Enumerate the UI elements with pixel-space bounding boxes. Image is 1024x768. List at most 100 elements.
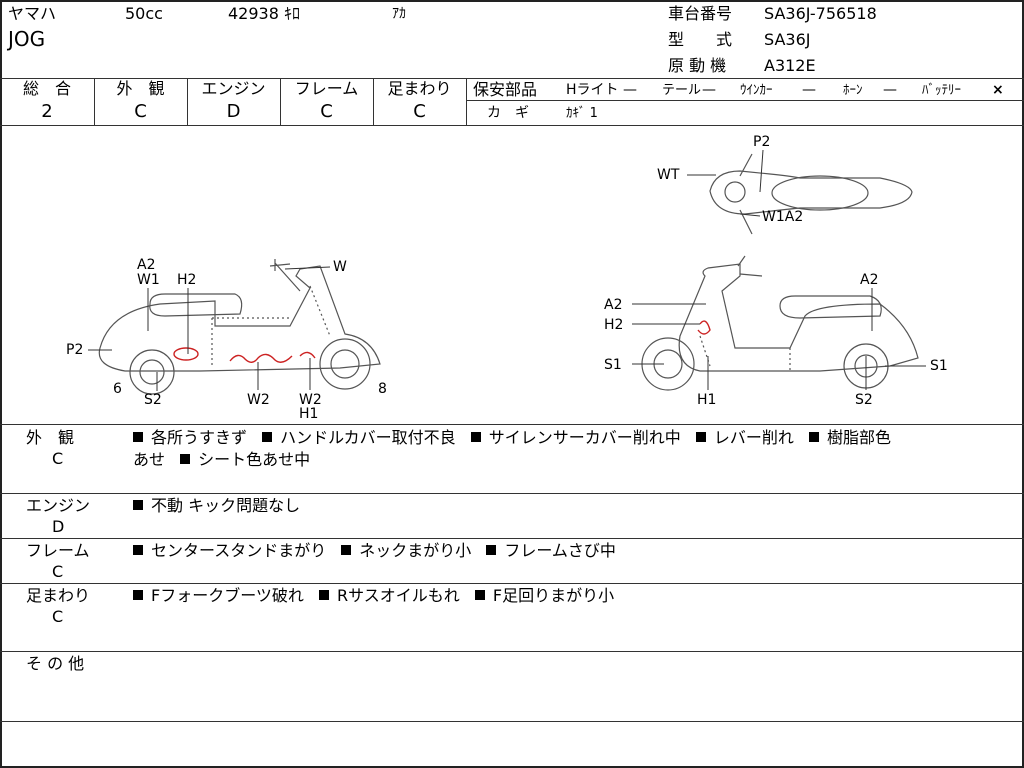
divider xyxy=(0,538,1024,539)
safety-item-horn: ﾎｰﾝ xyxy=(843,83,863,98)
left-label-a2: A2 xyxy=(137,257,155,273)
divider xyxy=(0,721,1024,722)
safety-item-headlight: Hライト xyxy=(566,82,619,98)
safety-mark-winker: — xyxy=(802,82,816,98)
maker: ヤマハ xyxy=(8,4,57,23)
right-label-h2: H2 xyxy=(604,317,623,333)
note-line: 各所うすきず ハンドルカバー取付不良 サイレンサーカバー削れ中 レバー削れ 樹脂… xyxy=(133,427,1013,449)
type-value: SA36J xyxy=(764,30,811,49)
section-grade: D xyxy=(52,517,65,536)
section-title: エンジン xyxy=(26,496,91,515)
damage-diagram: A2 W1 H2 W P2 6 S2 W2 W2 H1 8 A2 H2 S1 H… xyxy=(66,134,948,422)
left-label-6: 6 xyxy=(113,381,122,397)
grade-value-engine: D xyxy=(226,101,241,122)
section-grade: C xyxy=(52,449,64,468)
note-item: Rサスオイルもれ xyxy=(318,586,460,605)
grade-label-overall: 総 合 xyxy=(22,79,71,98)
safety-label: 保安部品 xyxy=(473,80,538,99)
model-name: JOG xyxy=(8,27,46,51)
grade-value-overall: 2 xyxy=(41,101,53,122)
safety-item-tail: テール xyxy=(662,83,702,98)
key-value: ｶｷﾞ 1 xyxy=(566,106,598,121)
damage-marks-right xyxy=(697,320,711,335)
grade-value-exterior: C xyxy=(134,101,147,122)
note-line: あせ シート色あせ中 xyxy=(133,449,1013,471)
section-title: フレーム xyxy=(26,541,90,560)
right-label-h1: H1 xyxy=(697,392,716,408)
left-label-w: W xyxy=(333,259,347,275)
divider xyxy=(466,78,467,125)
section-notes: 不動 キック問題なし xyxy=(133,495,1013,517)
right-label-a2: A2 xyxy=(604,297,622,313)
section-notes: Fフォークブーツ破れ Rサスオイルもれ F足回りまがり小 xyxy=(133,585,1013,607)
safety-item-winker: ｳｲﾝｶｰ xyxy=(740,83,773,98)
note-item: レバー削れ xyxy=(695,428,794,447)
safety-mark-horn: — xyxy=(883,82,897,98)
divider xyxy=(0,493,1024,494)
divider xyxy=(187,78,188,125)
note-item: センタースタンドまがり xyxy=(133,541,326,560)
right-label-s1: S1 xyxy=(604,357,622,373)
right-label-s2: S2 xyxy=(855,392,873,408)
engine-value: A312E xyxy=(764,56,816,75)
safety-mark-headlight: — xyxy=(623,82,637,98)
note-line: センタースタンドまがり ネックまがり小 フレームさび中 xyxy=(133,540,1013,562)
divider xyxy=(0,651,1024,652)
damage-marks-left xyxy=(173,347,316,363)
frame-no: SA36J-756518 xyxy=(764,4,877,23)
left-label-h2: H2 xyxy=(177,272,196,288)
divider xyxy=(0,125,1024,126)
type-label: 型 式 xyxy=(668,30,733,49)
divider xyxy=(0,424,1024,425)
frame-no-label: 車台番号 xyxy=(668,4,733,23)
safety-mark-battery: × xyxy=(992,82,1004,98)
left-label-p2: P2 xyxy=(66,342,83,358)
divider xyxy=(373,78,374,125)
section-title: 足まわり xyxy=(26,586,91,605)
section-title: 外 観 xyxy=(26,428,75,447)
top-label-p2: P2 xyxy=(753,134,770,150)
note-item: フレームさび中 xyxy=(486,541,616,560)
grade-value-frame: C xyxy=(320,101,333,122)
safety-item-battery: ﾊﾞｯﾃﾘｰ xyxy=(922,83,961,98)
divider xyxy=(280,78,281,125)
color: ｱｶ xyxy=(392,6,406,22)
scooter-left-view xyxy=(98,259,381,395)
grade-label-frame: フレーム xyxy=(294,79,359,98)
left-label-w2b: W2 xyxy=(299,392,322,408)
grade-label-suspension: 足まわり xyxy=(387,79,452,98)
note-item: ハンドルカバー取付不良 xyxy=(262,428,456,447)
key-label: カ ギ xyxy=(487,105,529,121)
mileage: 42938 ｷﾛ xyxy=(228,4,300,23)
top-label-w1a2: W1A2 xyxy=(762,209,803,225)
engine-label: 原 動 機 xyxy=(668,56,727,75)
divider xyxy=(0,78,1024,79)
note-line: 不動 キック問題なし xyxy=(133,495,1013,517)
section-grade: C xyxy=(52,562,64,581)
note-item: サイレンサーカバー削れ中 xyxy=(470,428,681,447)
grade-label-engine: エンジン xyxy=(201,79,266,98)
section-grade: C xyxy=(52,607,64,626)
note-item: シート色あせ中 xyxy=(180,450,310,469)
section-title: そ の 他 xyxy=(26,654,85,673)
section-notes: センタースタンドまがり ネックまがり小 フレームさび中 xyxy=(133,540,1013,562)
divider xyxy=(94,78,95,125)
note-item: Fフォークブーツ破れ xyxy=(133,586,304,605)
section-notes: 各所うすきず ハンドルカバー取付不良 サイレンサーカバー削れ中 レバー削れ 樹脂… xyxy=(133,427,1013,471)
diagram-labels: A2 W1 H2 W P2 6 S2 W2 W2 H1 8 A2 H2 S1 H… xyxy=(66,134,948,422)
scooter-top-view xyxy=(709,153,913,235)
right-label-s1b: S1 xyxy=(930,358,948,374)
note-item: 樹脂部色 xyxy=(808,428,891,447)
divider xyxy=(0,583,1024,584)
note-item: 不動 キック問題なし xyxy=(133,496,300,515)
right-label-a2b: A2 xyxy=(860,272,878,288)
top-label-wt: WT xyxy=(657,167,680,183)
diagram-leader-lines xyxy=(88,149,926,391)
safety-mark-tail: — xyxy=(702,82,716,98)
note-line: Fフォークブーツ破れ Rサスオイルもれ F足回りまがり小 xyxy=(133,585,1013,607)
left-label-s2: S2 xyxy=(144,392,162,408)
displacement: 50cc xyxy=(125,4,163,23)
note-item: あせ xyxy=(133,450,166,469)
